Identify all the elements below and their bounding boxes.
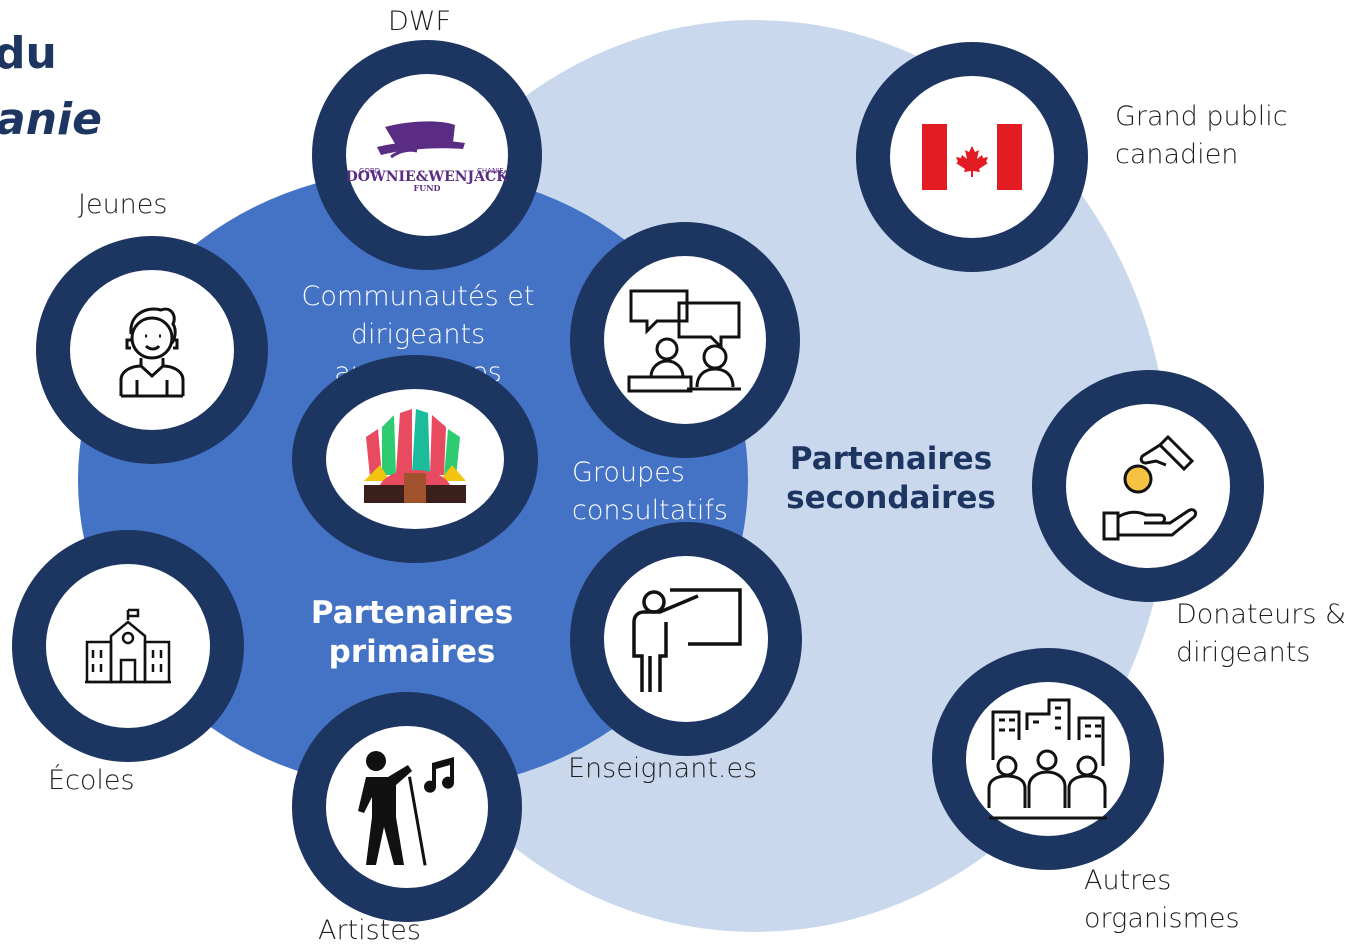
city-people-icon xyxy=(987,698,1107,820)
dwf-logo-line2: FUND xyxy=(414,183,441,193)
other-organizations-label-line2: organismes xyxy=(1084,903,1240,934)
advisory-groups-label: Groupes consultatifs xyxy=(572,454,728,530)
teachers-node xyxy=(570,522,802,756)
canada-flag-icon xyxy=(922,124,1022,190)
dwf-logo-icon: GORD CHANIE DOWNIE&WENJACK FUND xyxy=(347,121,507,193)
singer-icon xyxy=(358,751,454,866)
canadian-public-label-line2: canadien xyxy=(1115,139,1239,170)
youth-label: Jeunes xyxy=(78,189,168,220)
youth-node xyxy=(36,236,268,464)
communities-label-line1: Communautés et xyxy=(301,281,535,312)
dwf-logo-small-right: CHANIE xyxy=(477,167,504,175)
advisory-groups-node xyxy=(570,222,800,458)
donors-label-line2: dirigeants xyxy=(1176,637,1311,668)
teachers-label: Enseignant.es xyxy=(568,753,758,784)
donors-label: Donateurs & dirigeants xyxy=(1176,596,1346,672)
donors-node xyxy=(1032,370,1264,602)
feather-headdress-icon xyxy=(364,409,466,503)
schools-label: Écoles xyxy=(48,765,135,796)
artists-label: Artistes xyxy=(318,915,421,946)
page-title-line2: anie xyxy=(0,94,102,145)
communities-label: Communautés et dirigeants autochtones xyxy=(268,278,568,392)
meeting-icon xyxy=(627,289,741,393)
donation-hands-icon xyxy=(1102,434,1198,541)
teacher-icon xyxy=(632,588,742,692)
page-title-line1: du xyxy=(0,28,57,79)
advisory-groups-label-line1: Groupes xyxy=(572,457,685,488)
canadian-public-label-line1: Grand public xyxy=(1115,101,1288,132)
canadian-public-node xyxy=(856,42,1088,272)
dwf-node: GORD CHANIE DOWNIE&WENJACK FUND xyxy=(312,40,542,270)
secondary-partners-title: Partenaires secondaires xyxy=(770,440,1012,518)
student-icon xyxy=(119,307,185,398)
communities-node xyxy=(292,355,538,563)
secondary-partners-title-line2: secondaires xyxy=(786,480,996,516)
canadian-public-label: Grand public canadien xyxy=(1115,98,1288,174)
dwf-logo-small-left: GORD xyxy=(359,167,380,175)
secondary-partners-title-line1: Partenaires xyxy=(789,441,993,477)
school-building-icon xyxy=(85,608,171,684)
advisory-groups-label-line2: consultatifs xyxy=(572,495,728,526)
schools-node xyxy=(12,530,244,762)
primary-partners-title-line1: Partenaires xyxy=(310,595,514,631)
other-organizations-label-line1: Autres xyxy=(1084,865,1172,896)
donors-label-line1: Donateurs & xyxy=(1176,599,1347,630)
artists-node xyxy=(292,692,522,922)
primary-partners-title: Partenaires primaires xyxy=(300,594,524,672)
primary-partners-title-line2: primaires xyxy=(328,634,496,670)
dwf-label: DWF xyxy=(388,6,452,37)
other-organizations-node xyxy=(932,648,1164,870)
other-organizations-label: Autres organismes xyxy=(1084,862,1240,938)
dwf-logo-line1: DOWNIE&WENJACK xyxy=(347,169,507,185)
